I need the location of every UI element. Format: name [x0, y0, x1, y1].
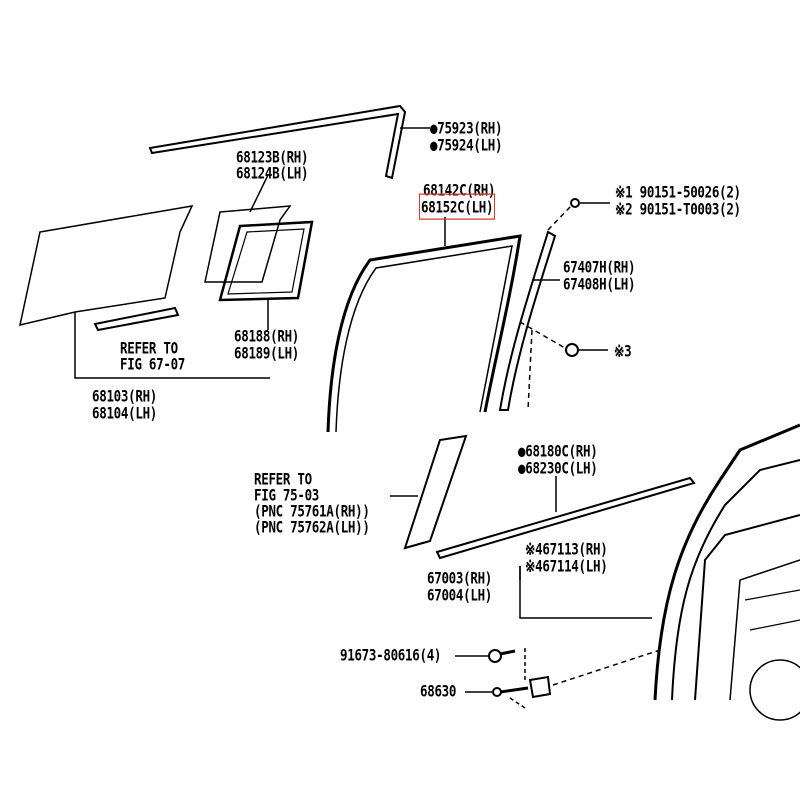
part-label-68188[interactable]: 68188(RH) — [234, 326, 300, 345]
part-label-68124b[interactable]: 68124B(LH) — [236, 163, 309, 182]
part-label-75923[interactable]: ●75923(RH) — [430, 118, 503, 137]
refer-label-2-line4[interactable]: (PNC 75762A(LH)) — [254, 517, 370, 536]
upper-molding-part[interactable] — [148, 104, 430, 180]
part-label-68180c[interactable]: ●68180C(RH) — [518, 441, 598, 460]
refer-label-2-line1: REFER TO — [254, 469, 312, 488]
door-panel-part[interactable] — [519, 423, 800, 721]
part-label-68104[interactable]: 68104(LH) — [92, 403, 158, 422]
door-run-channel-part[interactable] — [326, 217, 522, 433]
refer-label-1-line2[interactable]: FIG 67-07 — [120, 354, 186, 373]
division-bar-part[interactable] — [498, 198, 610, 411]
part-label-68103[interactable]: 68103(RH) — [92, 386, 158, 405]
part-label-91673[interactable]: 91673-80616(4) — [340, 645, 442, 664]
part-label-67004[interactable]: 67004(LH) — [427, 585, 493, 604]
part-label-67003[interactable]: 67003(RH) — [427, 568, 493, 587]
part-label-67113[interactable]: ※467113(RH) — [525, 539, 608, 558]
refer-label-1-line1: REFER TO — [120, 338, 178, 357]
refer-label-2-line2[interactable]: FIG 75-03 — [254, 485, 320, 504]
part-label-68152c-highlighted[interactable]: 68152C(LH) — [418, 193, 496, 220]
part-label-90151-50026[interactable]: ※1 90151-50026(2) — [615, 182, 741, 201]
part-label-67408h[interactable]: 67408H(LH) — [563, 274, 636, 293]
glass-frame-part[interactable] — [204, 174, 314, 330]
refer-label-2-line3[interactable]: (PNC 75761A(RH)) — [254, 501, 370, 520]
part-label-90151-t0003[interactable]: ※2 90151-T0003(2) — [615, 199, 741, 218]
part-label-75924[interactable]: ●75924(LH) — [430, 135, 503, 154]
part-label-68142c[interactable]: 68142C(RH) — [423, 180, 496, 199]
part-label-67407h[interactable]: 67407H(RH) — [563, 257, 636, 276]
part-label-note3[interactable]: ※3 — [614, 341, 632, 360]
part-label-68189[interactable]: 68189(LH) — [234, 343, 300, 362]
garnish-part[interactable] — [390, 434, 468, 550]
part-label-67114[interactable]: ※467114(LH) — [525, 556, 608, 575]
part-label-68123b[interactable]: 68123B(RH) — [236, 147, 309, 166]
part-label-68630[interactable]: 68630 — [420, 681, 457, 700]
quarter-glass-part[interactable] — [19, 205, 270, 379]
belt-molding-part[interactable] — [435, 476, 696, 560]
part-label-68230c[interactable]: ●68230C(LH) — [518, 458, 598, 477]
stopper-part[interactable] — [465, 649, 661, 709]
bolt-part[interactable] — [455, 648, 526, 683]
